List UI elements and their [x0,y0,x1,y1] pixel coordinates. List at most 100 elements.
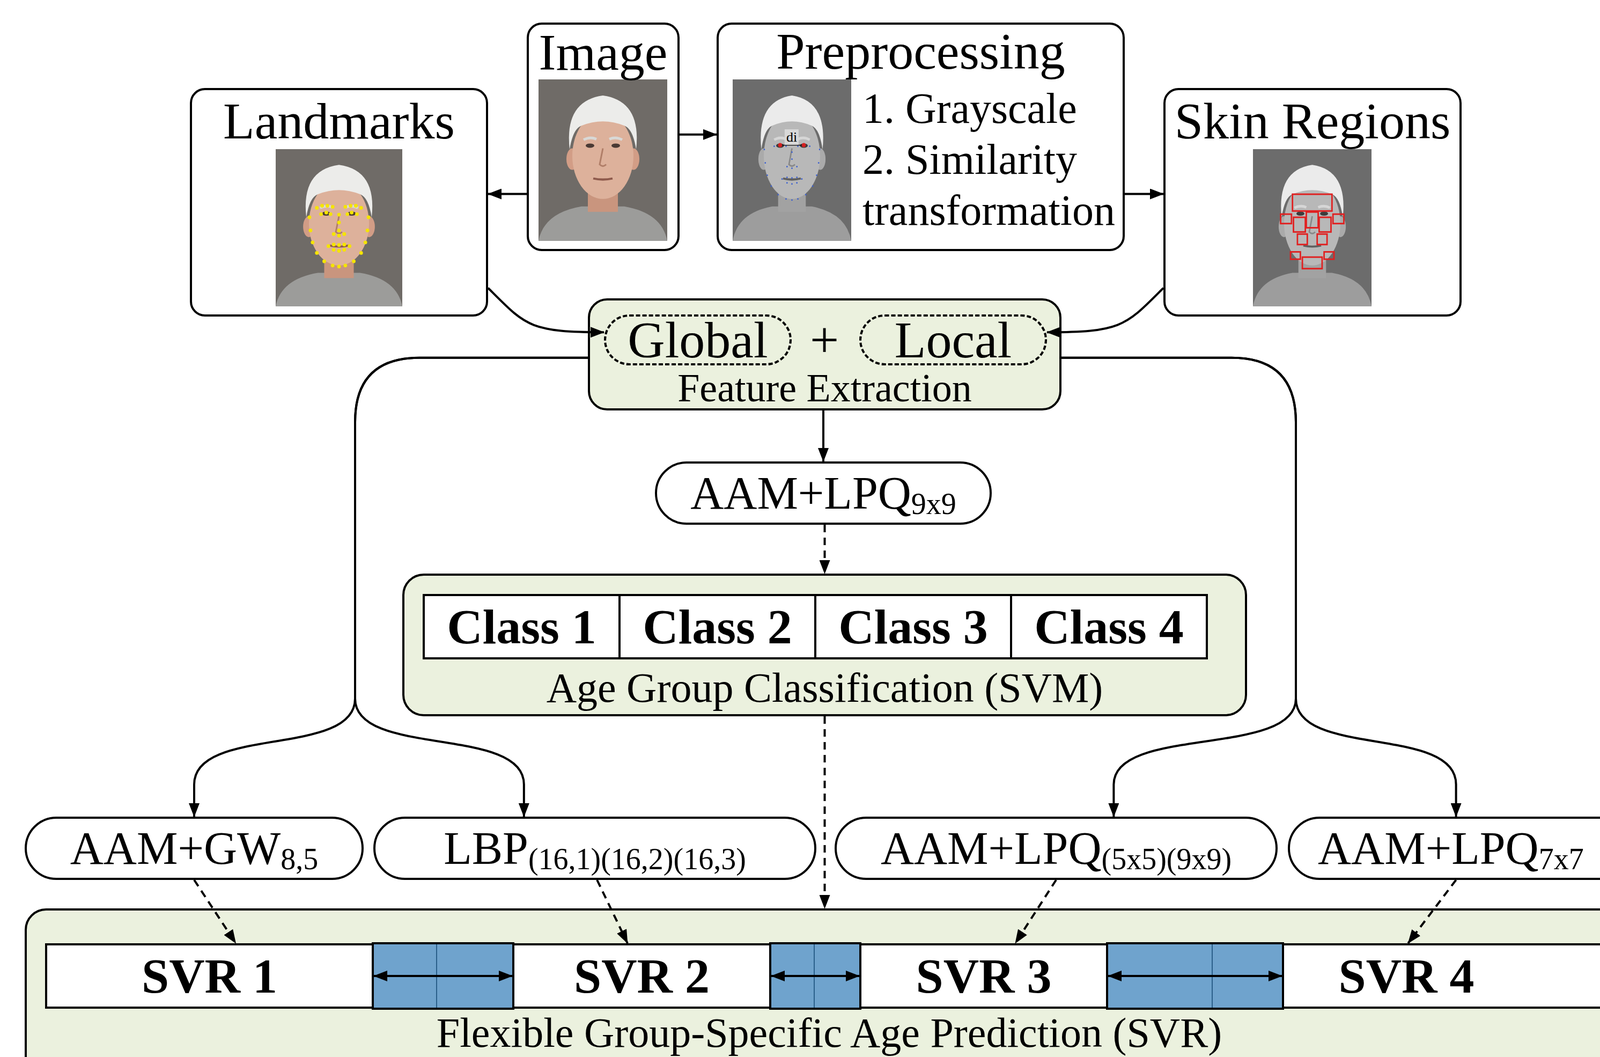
box-fill [716,22,1125,252]
grayscale-photo [732,79,852,241]
feature-pill: AAM+LPQ(5x5)(9x9) [834,816,1278,880]
box-fill [1163,87,1462,317]
plus-sign: + [809,310,839,368]
box-text: Class 4 [1034,600,1184,653]
dashed-arrow [194,879,237,943]
box-fill [422,593,621,660]
preprocessing-box: Preprocessing1. Grayscale2. Similarity t… [716,22,1125,252]
box-text: SVR 3 [915,949,1052,1002]
svr-cell: SVR 3 [859,942,1109,1009]
box-text: SVR 1 [141,949,278,1002]
distance-label: di [784,129,799,145]
dashed-pill: Local [859,314,1047,366]
box-fill [24,816,364,880]
connector-arrow [488,193,527,196]
connector-arrow [1061,357,1457,817]
skin-region-box [1292,194,1333,211]
dashed-arrow [1015,879,1057,943]
box-fill [1287,816,1600,880]
feature-pill: AAM+GW8,5 [24,816,364,880]
connector-arrow [488,288,604,333]
box-text: AAM+LPQ [880,823,1102,873]
face-photo [538,79,668,241]
box-fill [373,816,817,880]
overlap-regions [372,942,1284,1009]
box-fill [526,22,680,252]
box-text: AAM+LPQ [690,468,912,518]
box-text: AAM+GW [70,823,281,873]
skin-region-boxes [1280,194,1345,269]
overlap-region [372,942,514,1009]
box-text: AAM+LPQ [1317,823,1539,873]
box-fill [654,461,992,525]
box-fill [814,593,1013,660]
svr-cell: SVR 2 [512,942,772,1009]
skin-region-box [1302,256,1323,269]
overlap-divider [436,944,1213,1008]
box-text: Age Group Classification (SVM) [546,663,1104,712]
dashed-arrow [823,716,827,909]
connector-arrow [1046,288,1164,333]
overlap-region [1107,942,1284,1009]
skin-region-box [1324,251,1334,260]
dashed-arrow [1407,879,1456,943]
box-text: Class 2 [642,600,793,653]
feature-pill: AAM+LPQ7x7 [1287,816,1600,880]
skin-region-box [1280,214,1292,224]
connector-arrow [771,974,860,977]
connector-arrow [1061,357,1296,817]
landmarks-photo [275,149,403,307]
box-fill [1281,942,1600,1009]
subscript-text: 8,5 [280,842,319,875]
box-text: Class 1 [446,600,597,653]
overlap-region [770,942,861,1009]
box-text: Global [627,316,768,364]
eye-point [778,142,783,147]
dashed-pill: Global [603,314,792,366]
box-fill [859,314,1047,366]
subscript-text: 9x9 [911,487,957,520]
connector-arrow [822,410,825,462]
connector-arrow [373,974,513,977]
skin-region-box [1306,211,1318,228]
box-text: Flexible Group-Specific Age Prediction (… [436,1008,1222,1057]
box-text: 2. Similarity transformation [862,134,1120,237]
landmarks-box: Landmarks [189,87,489,317]
class-cell: Class 4 [1009,593,1208,660]
skin-regions-photo [1252,149,1372,307]
eye-point [801,142,806,147]
box-text: LBP [443,823,529,873]
prediction-box: Flexible Group-Specific Age Prediction (… [24,908,1600,1057]
skin-region-box [1297,233,1308,245]
skin-region-box [1293,217,1306,232]
box-text: Feature Extraction [677,366,972,409]
class-cell: Class 2 [618,593,817,660]
box-text: Image [539,25,668,80]
subscript-text: 7x7 [1538,842,1584,875]
classification-box: Age Group Classification (SVM) Class 1 Cla… [402,573,1248,717]
box-fill [45,942,374,1009]
landmark-dots [309,205,369,267]
skin-regions-box: Skin Regions [1163,87,1462,317]
landmarks-photo [275,149,403,307]
box-text: Local [894,316,1013,364]
grayscale-photo [732,79,852,241]
dashed-arrow [596,879,628,943]
skin-regions-photo [1252,149,1372,307]
connector-arrow [355,357,588,817]
subscript-text: (5x5)(9x9) [1101,842,1233,875]
svr-cell: SVR 1 [45,942,374,1009]
class-cell: Class 1 [422,593,621,660]
skin-region-box [1290,251,1301,260]
box-fill [1009,593,1208,660]
box-text: SVR 4 [1338,949,1474,1002]
box-fill [834,816,1278,880]
face-photo [538,79,668,241]
label-anchor: + [809,312,839,367]
box-fill [859,942,1109,1009]
connector-arrow [194,357,588,817]
box-text: 1. Grayscale [862,83,1123,135]
box-fill [402,573,1248,717]
box-fill [618,593,817,660]
